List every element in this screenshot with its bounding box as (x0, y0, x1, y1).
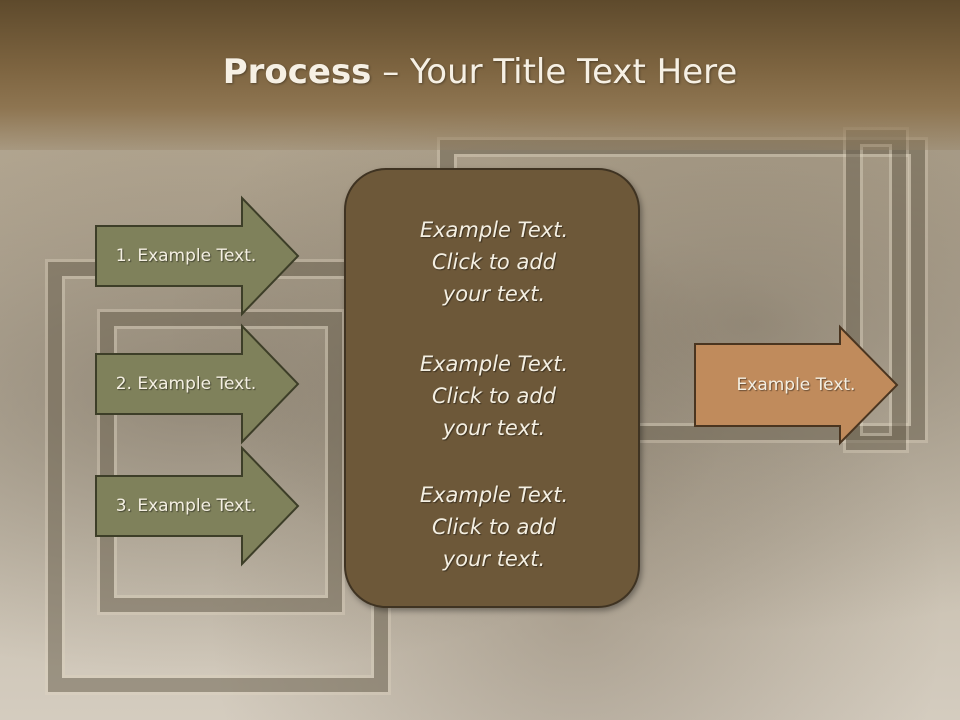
arrow-shape-icon (694, 324, 899, 446)
arrow-shape-icon (95, 323, 300, 445)
center-line: Example Text. (419, 352, 569, 376)
center-line: your text. (442, 282, 546, 306)
center-line: Example Text. (419, 218, 569, 242)
output-arrow[interactable]: Example Text. (694, 324, 899, 446)
title-rest: – Your Title Text Here (371, 52, 738, 92)
step-arrow-2[interactable]: 2. Example Text. (95, 323, 300, 445)
title-bold: Process (222, 52, 372, 92)
center-line: Example Text. (419, 483, 569, 507)
center-text-block-3[interactable]: Example Text. Click to add your text. (346, 479, 642, 575)
output-label: Example Text. (736, 375, 856, 395)
center-line: Click to add (431, 384, 556, 408)
center-line: Click to add (431, 515, 556, 539)
arrow-shape-icon (95, 195, 300, 317)
step-label: 3. Example Text. (115, 496, 257, 516)
step-label: 1. Example Text. (115, 246, 257, 266)
center-content-box[interactable]: Example Text. Click to add your text. Ex… (344, 168, 640, 608)
center-line: your text. (442, 547, 546, 571)
decorative-frame-left-inner (100, 312, 342, 612)
arrow-shape-icon (95, 445, 300, 567)
step-label: 2. Example Text. (115, 374, 257, 394)
center-text-block-2[interactable]: Example Text. Click to add your text. (346, 348, 642, 444)
step-arrow-3[interactable]: 3. Example Text. (95, 445, 300, 567)
header-band (0, 0, 960, 150)
slide-title[interactable]: Process – Your Title Text Here (0, 52, 960, 92)
step-arrow-1[interactable]: 1. Example Text. (95, 195, 300, 317)
center-line: your text. (442, 416, 546, 440)
center-line: Click to add (431, 250, 556, 274)
center-text-block-1[interactable]: Example Text. Click to add your text. (346, 214, 642, 310)
